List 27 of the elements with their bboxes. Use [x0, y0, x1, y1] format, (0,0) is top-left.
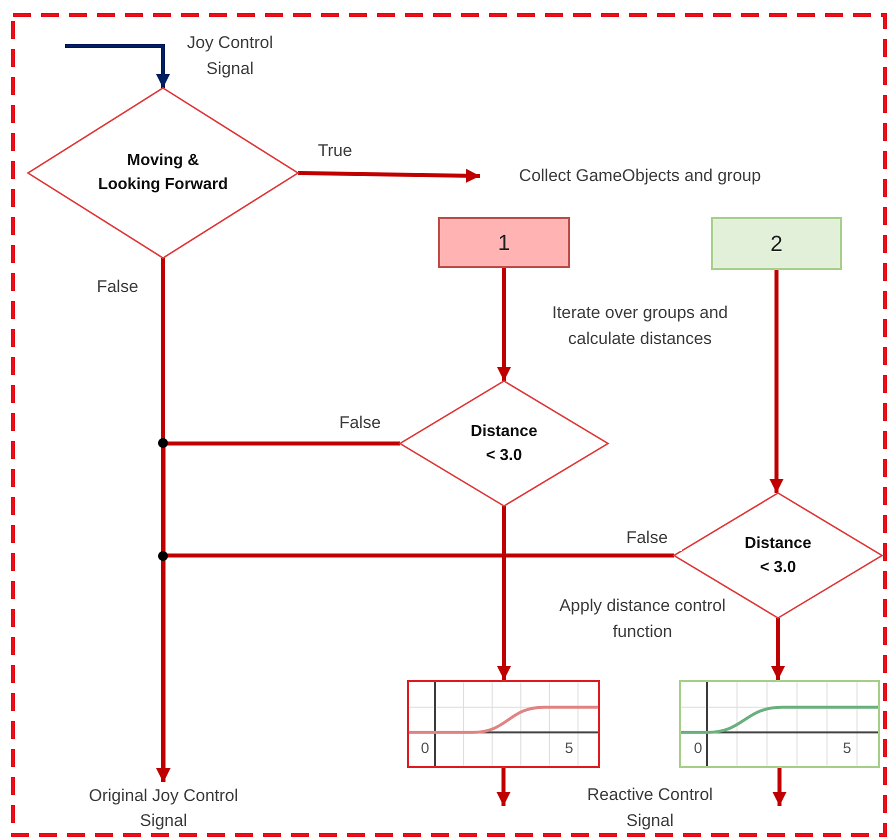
- arrow: [770, 270, 784, 493]
- arrow: [772, 768, 786, 806]
- arrow: [497, 506, 511, 680]
- axis-tick-label: 5: [842, 740, 852, 758]
- group-box: [711, 217, 842, 270]
- group-number: 2: [770, 230, 783, 258]
- decision-diamond: [28, 88, 298, 258]
- group-number: 1: [498, 229, 510, 257]
- process-text: Collect GameObjects and group: [519, 165, 761, 188]
- arrow: [497, 268, 511, 381]
- arrow: [298, 168, 480, 183]
- arrow: [65, 44, 170, 88]
- node-label: Moving & Looking Forward: [98, 151, 228, 195]
- node-label: Distance < 3.0: [744, 534, 812, 578]
- group-box: [438, 217, 570, 268]
- output-text: Reactive Control Signal: [586, 784, 714, 832]
- output-text: Original Joy Control Signal: [88, 784, 240, 832]
- axis-tick-label: 5: [564, 740, 574, 758]
- axis-tick-label: 0: [692, 740, 704, 758]
- axis-tick-label: 0: [420, 740, 430, 758]
- decision-diamond: [400, 381, 608, 506]
- arrow: [496, 768, 510, 806]
- node-label: Distance < 3.0: [470, 422, 538, 466]
- function-plot: [679, 680, 880, 768]
- decision-diamond: [674, 493, 882, 618]
- arrow: [771, 618, 785, 680]
- function-plot: [407, 680, 600, 768]
